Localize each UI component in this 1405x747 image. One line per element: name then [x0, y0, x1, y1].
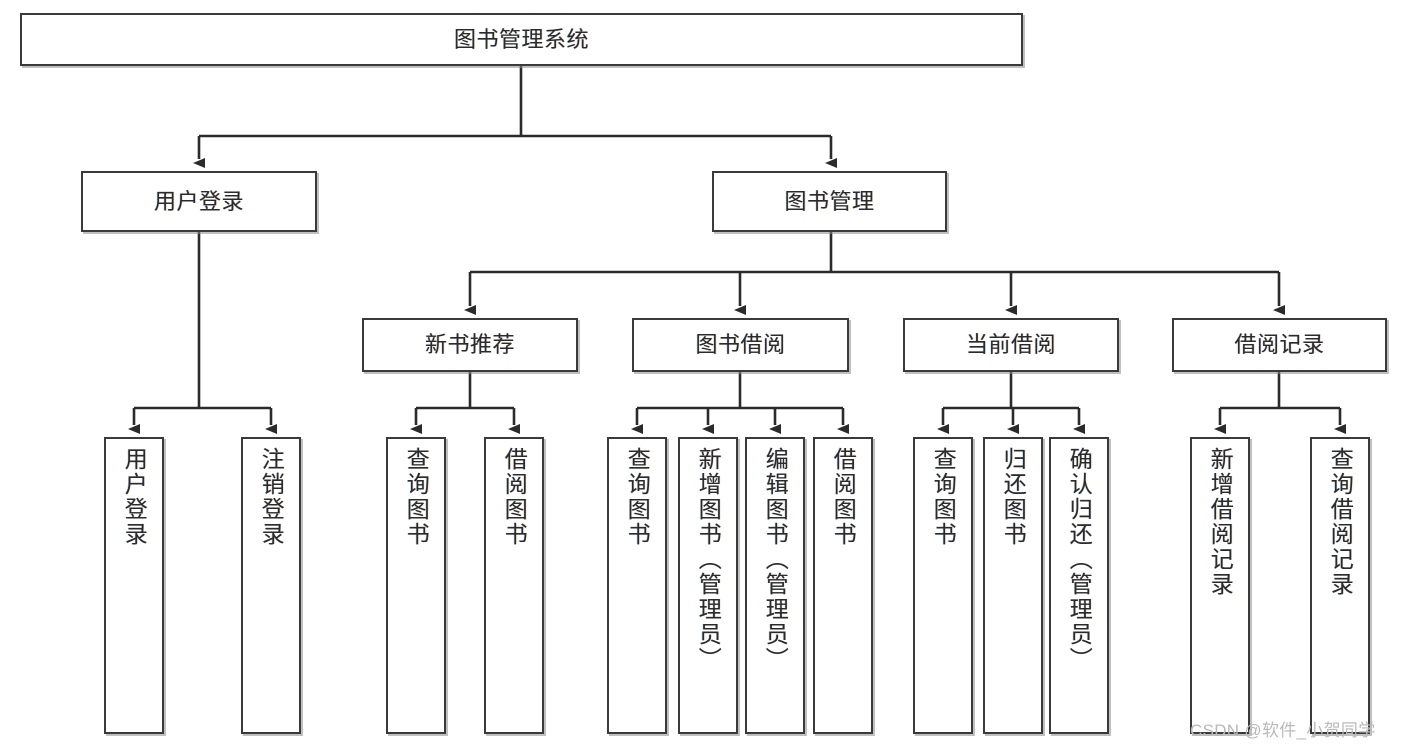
node-label: 查询图书 [403, 447, 430, 547]
leaf-record-query-borrow-record[interactable]: 查询借阅记录 [1310, 437, 1370, 734]
node-new-book-recommendation[interactable]: 新书推荐 [362, 318, 578, 372]
leaf-borrow-edit-book-admin[interactable]: 编辑图书（管理员） [745, 437, 805, 734]
leaf-user-logout[interactable]: 注销登录 [241, 437, 301, 734]
node-label: 编辑图书（管理员） [762, 447, 789, 672]
node-book-borrowing[interactable]: 图书借阅 [632, 318, 849, 372]
leaf-record-add-borrow-record[interactable]: 新增借阅记录 [1190, 437, 1250, 734]
node-label: 归还图书 [1000, 447, 1027, 547]
node-root-book-management-system[interactable]: 图书管理系统 [20, 13, 1023, 66]
node-label: 用户登录 [153, 188, 244, 214]
leaf-user-login[interactable]: 用户登录 [104, 437, 164, 734]
leaf-borrow-borrow-book[interactable]: 借阅图书 [813, 437, 873, 734]
leaf-current-return-book[interactable]: 归还图书 [983, 437, 1043, 734]
node-label: 查询图书 [930, 447, 957, 547]
node-label: 查询图书 [624, 447, 651, 547]
node-label: 用户登录 [121, 447, 148, 547]
leaf-newbook-query-book[interactable]: 查询图书 [386, 437, 446, 734]
node-borrowing-record[interactable]: 借阅记录 [1172, 318, 1387, 372]
node-label: 图书管理系统 [453, 26, 589, 52]
node-label: 注销登录 [258, 447, 285, 547]
node-book-management[interactable]: 图书管理 [712, 171, 947, 232]
node-label: 借阅记录 [1234, 332, 1325, 358]
node-label: 新增图书（管理员） [695, 447, 722, 672]
node-user-login[interactable]: 用户登录 [81, 171, 317, 232]
node-label: 图书管理 [784, 188, 875, 214]
node-label: 确认归还（管理员） [1066, 447, 1093, 672]
node-label: 借阅图书 [501, 447, 528, 547]
leaf-borrow-query-book[interactable]: 查询图书 [607, 437, 667, 734]
node-current-borrowing[interactable]: 当前借阅 [903, 318, 1119, 372]
node-label: 新书推荐 [424, 332, 515, 358]
leaf-current-confirm-return-admin[interactable]: 确认归还（管理员） [1049, 437, 1109, 734]
node-label: 查询借阅记录 [1327, 447, 1354, 597]
node-label: 当前借阅 [965, 332, 1056, 358]
node-label: 新增借阅记录 [1207, 447, 1234, 597]
leaf-current-query-book[interactable]: 查询图书 [913, 437, 973, 734]
leaf-newbook-borrow-book[interactable]: 借阅图书 [484, 437, 544, 734]
leaf-borrow-add-book-admin[interactable]: 新增图书（管理员） [678, 437, 738, 734]
node-label: 借阅图书 [830, 447, 857, 547]
node-label: 图书借阅 [695, 332, 786, 358]
